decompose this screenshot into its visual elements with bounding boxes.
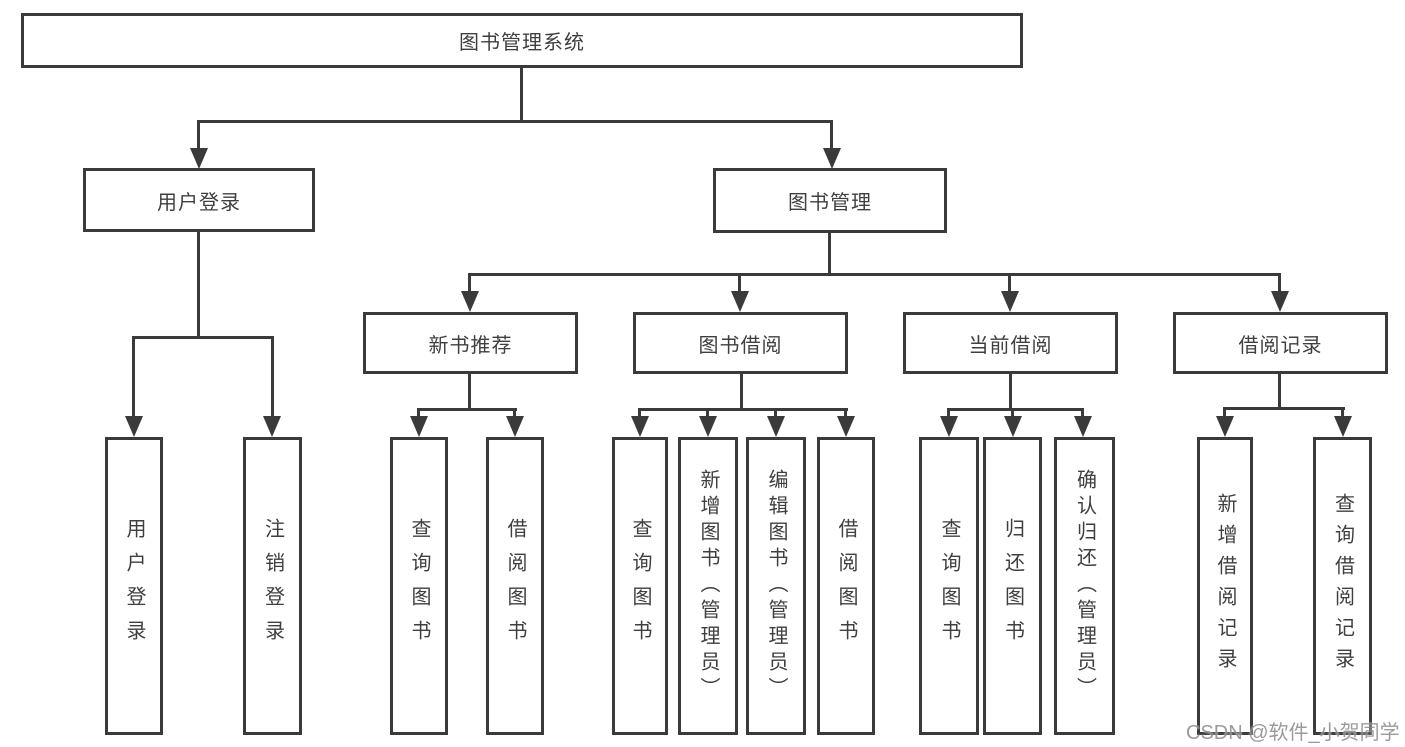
node-root: 图书管理系统	[21, 13, 1023, 68]
leaf-query-books-borrow: 查询图书	[612, 437, 668, 735]
arrow-down-icon	[190, 148, 208, 169]
connector-hline	[947, 408, 1084, 411]
leaf-edit-book-admin: 编辑图书（管理员）	[746, 437, 806, 735]
connector-vline	[513, 408, 516, 420]
arrow-down-icon	[699, 416, 717, 437]
arrow-down-icon	[1334, 416, 1352, 437]
arrow-down-icon	[410, 416, 428, 437]
connector-vline	[947, 408, 950, 420]
arrow-down-icon	[837, 416, 855, 437]
connector-vline	[197, 230, 200, 339]
connector-vline	[1223, 407, 1226, 420]
connector-vline	[520, 66, 523, 122]
connector-vline	[197, 120, 200, 152]
leaf-query-borrow-record: 查询借阅记录	[1313, 437, 1372, 735]
connector-hline	[132, 336, 274, 339]
arrow-down-icon	[1074, 416, 1092, 437]
node-borrowing-records: 借阅记录	[1173, 312, 1388, 374]
leaf-borrow-books-borrow: 借阅图书	[817, 437, 875, 735]
arrow-down-icon	[940, 416, 958, 437]
connector-vline	[1081, 408, 1084, 420]
connector-hline	[417, 408, 517, 411]
arrow-down-icon	[125, 416, 143, 437]
arrow-down-icon	[1004, 416, 1022, 437]
csdn-watermark: CSDN @软件_小贺同学	[1186, 722, 1400, 744]
connector-vline	[1341, 407, 1344, 420]
connector-vline	[1008, 273, 1011, 295]
connector-vline	[468, 372, 471, 411]
connector-vline	[774, 408, 777, 420]
connector-hline	[197, 120, 833, 123]
arrow-down-icon	[631, 416, 649, 437]
leaf-add-book-admin: 新增图书（管理员）	[678, 437, 738, 735]
connector-hline	[468, 273, 1281, 276]
arrow-down-icon	[1216, 416, 1234, 437]
leaf-borrow-books-recommend: 借阅图书	[486, 437, 544, 735]
connector-vline	[132, 336, 135, 420]
arrow-down-icon	[1271, 291, 1289, 312]
connector-vline	[271, 336, 274, 420]
connector-vline	[638, 408, 641, 420]
connector-vline	[1011, 408, 1014, 420]
arrow-down-icon	[731, 291, 749, 312]
leaf-query-books-recommend: 查询图书	[390, 437, 448, 735]
node-book-borrowing: 图书借阅	[633, 312, 848, 374]
connector-vline	[706, 408, 709, 420]
arrow-down-icon	[506, 416, 524, 437]
connector-vline	[468, 273, 471, 295]
leaf-logout: 注销登录	[243, 437, 302, 735]
node-book-management: 图书管理	[713, 168, 947, 233]
leaf-query-books-current: 查询图书	[919, 437, 979, 735]
node-new-book-recommendation: 新书推荐	[363, 312, 578, 374]
connector-vline	[844, 408, 847, 420]
leaf-user-login: 用户登录	[105, 437, 163, 735]
connector-vline	[828, 231, 831, 276]
arrow-down-icon	[823, 148, 841, 169]
arrow-down-icon	[461, 291, 479, 312]
connector-vline	[740, 372, 743, 411]
connector-hline	[638, 408, 848, 411]
connector-vline	[417, 408, 420, 420]
connector-vline	[830, 120, 833, 152]
connector-vline	[1278, 373, 1281, 410]
leaf-return-book: 归还图书	[983, 437, 1042, 735]
connector-vline	[738, 273, 741, 295]
connector-vline	[1009, 372, 1012, 411]
arrow-down-icon	[263, 416, 281, 437]
node-user-login: 用户登录	[83, 168, 315, 232]
arrow-down-icon	[767, 416, 785, 437]
arrow-down-icon	[1001, 291, 1019, 312]
leaf-add-borrow-record: 新增借阅记录	[1197, 437, 1253, 735]
node-current-borrowing: 当前借阅	[903, 312, 1118, 374]
leaf-confirm-return-admin: 确认归还（管理员）	[1054, 437, 1115, 735]
connector-vline	[1278, 273, 1281, 295]
connector-hline	[1223, 407, 1345, 410]
